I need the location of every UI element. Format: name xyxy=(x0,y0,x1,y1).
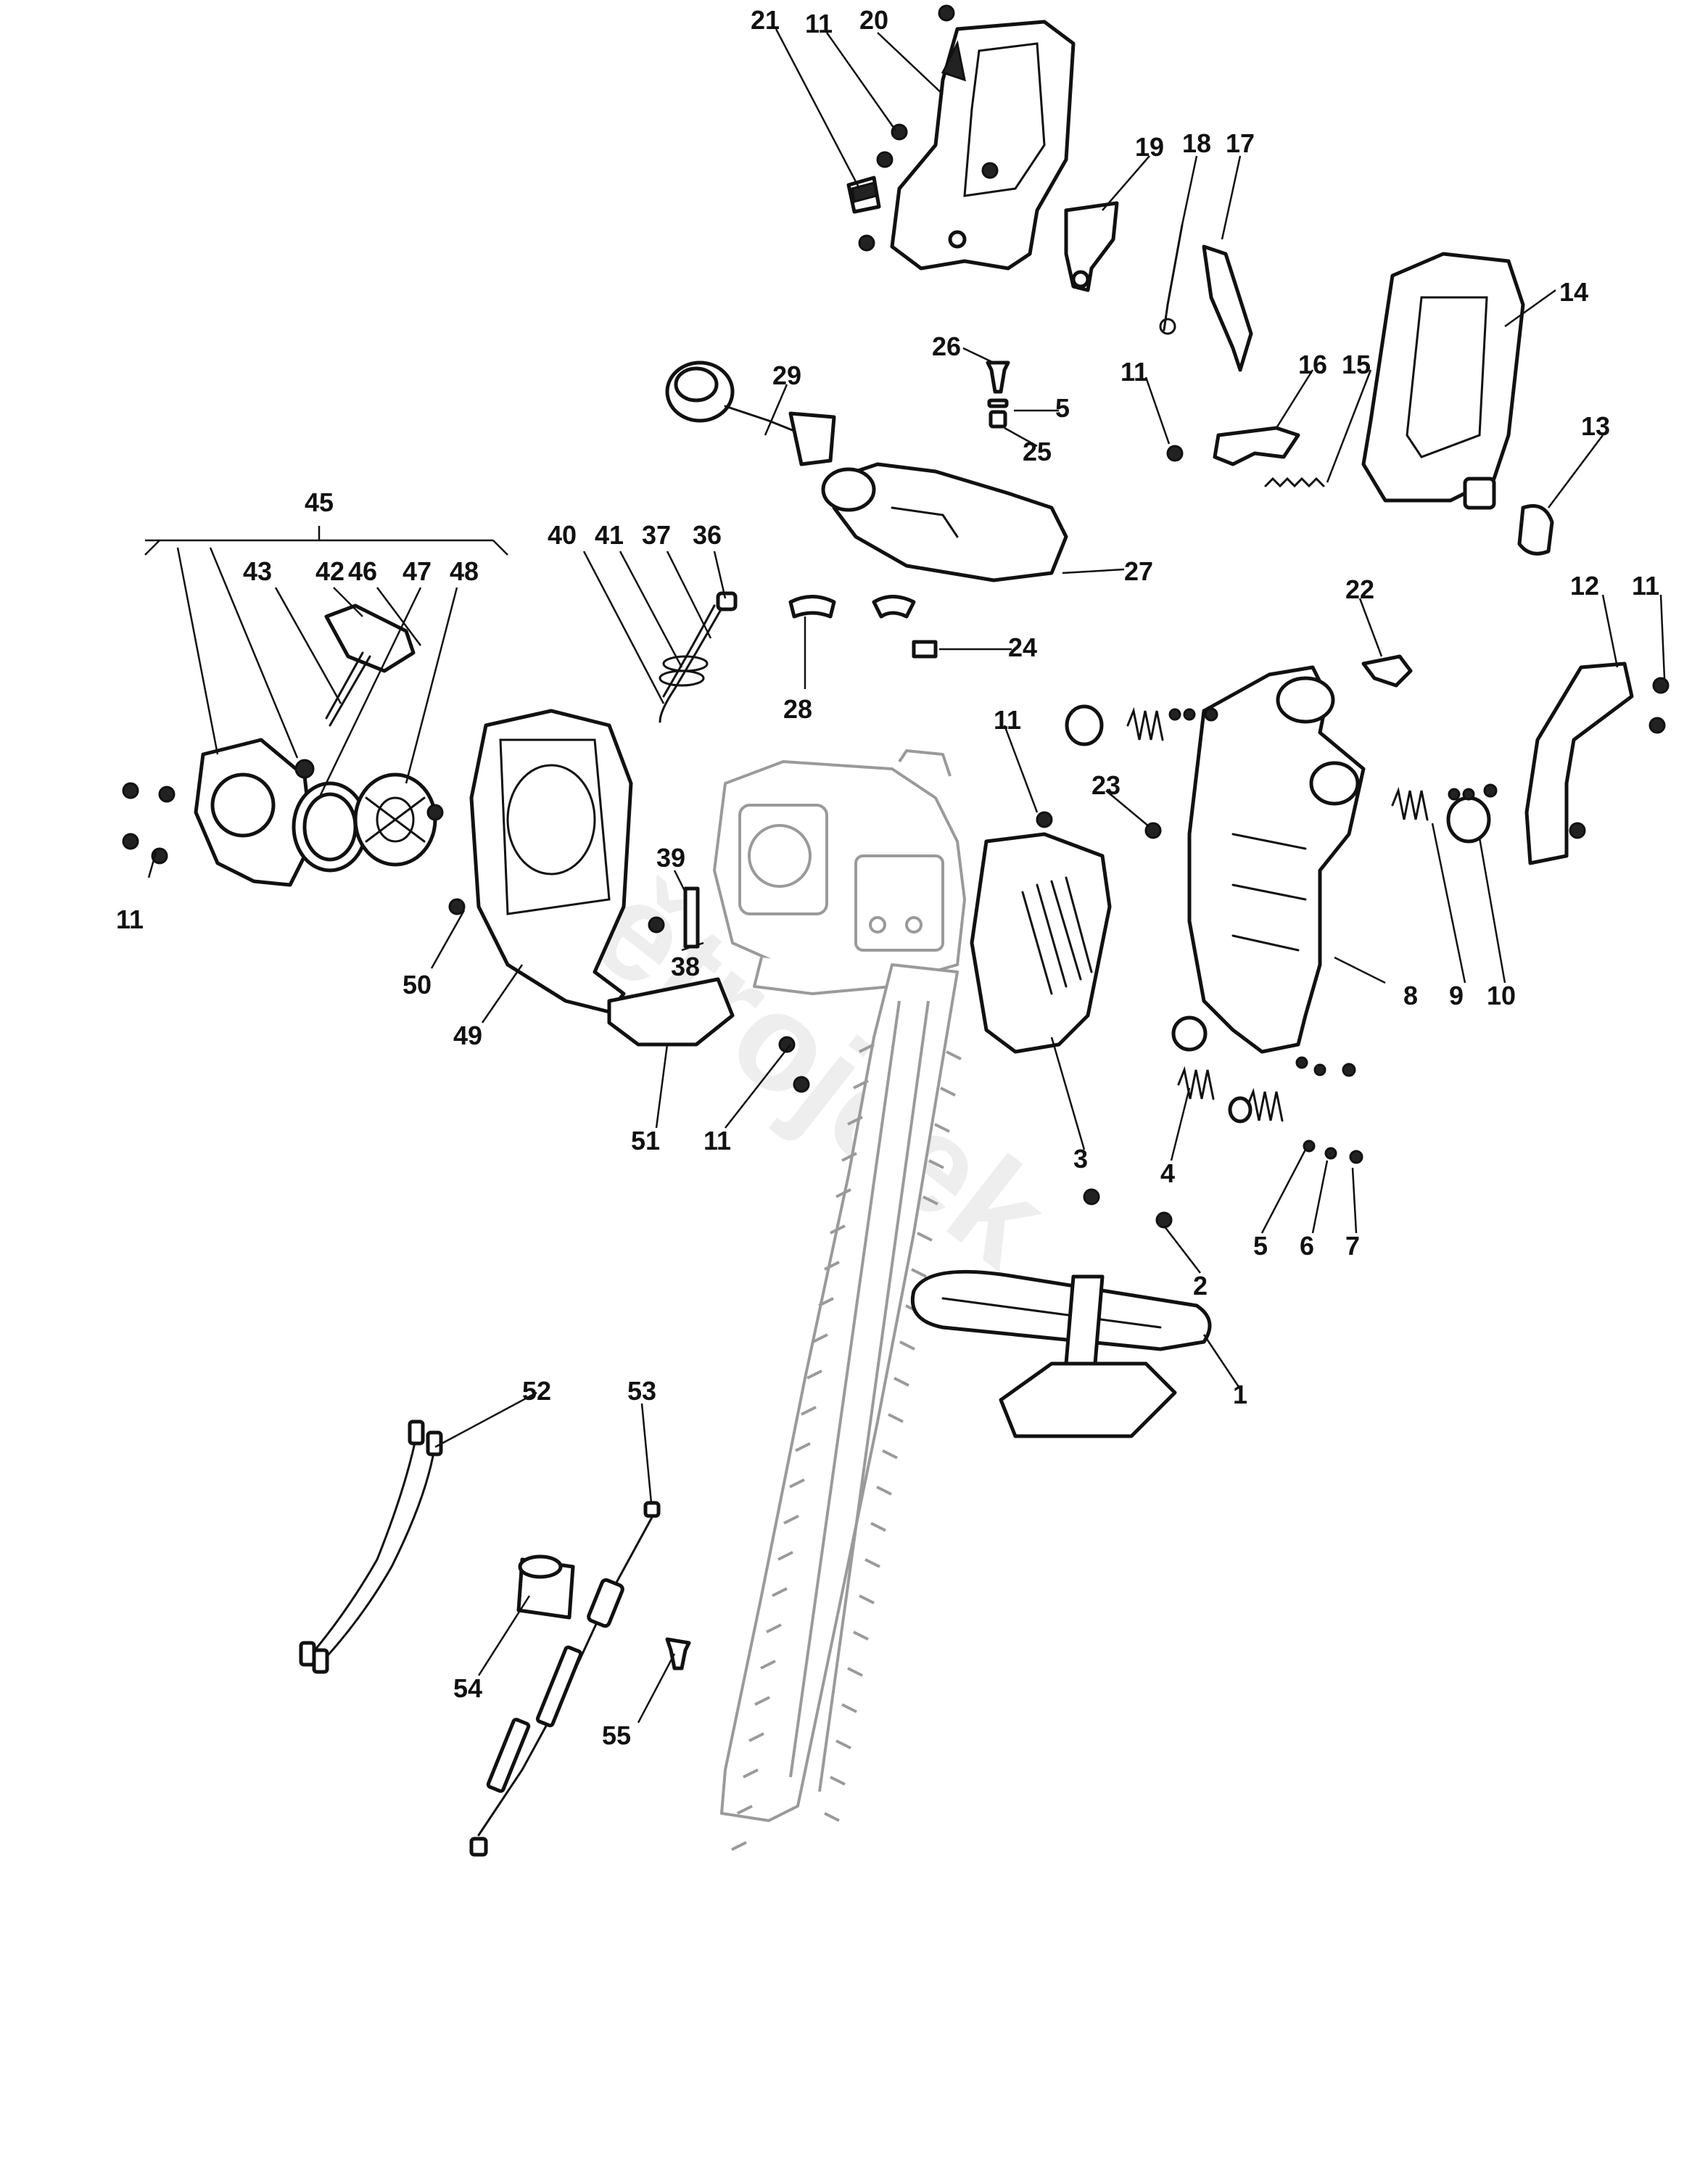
callout: 22 xyxy=(1345,574,1374,604)
throttle-lever xyxy=(1064,201,1119,292)
callout: 27 xyxy=(1124,556,1153,586)
callout: 19 xyxy=(1135,132,1164,162)
callout: 20 xyxy=(859,5,888,35)
callout: 6 xyxy=(1300,1231,1314,1261)
callout: 21 xyxy=(751,5,780,35)
callout: 45 xyxy=(305,487,334,517)
starter-screws xyxy=(122,782,444,865)
callout: 13 xyxy=(1581,411,1610,441)
callout: 7 xyxy=(1345,1231,1360,1261)
engine-block xyxy=(713,749,966,995)
starter-housing xyxy=(194,738,314,887)
fuel-tank xyxy=(821,462,1068,582)
callout: 11 xyxy=(116,904,144,934)
spring-39 xyxy=(683,886,700,949)
front-loop-handle xyxy=(910,1269,1212,1438)
spring-15 xyxy=(1264,477,1325,488)
callout: 38 xyxy=(671,952,700,981)
switch-part-21 xyxy=(846,176,881,214)
main-housing xyxy=(1171,665,1366,1054)
leader-lines xyxy=(144,28,1666,1723)
hoses-28-24 xyxy=(788,595,938,659)
callout: 11 xyxy=(805,9,833,38)
fuel-cap xyxy=(665,360,836,466)
sleeve-25 xyxy=(987,398,1009,429)
callout: 4 xyxy=(1160,1158,1175,1188)
hedge-cutter-blade xyxy=(720,963,962,1851)
rear-handle-half xyxy=(890,20,1076,271)
callout: 49 xyxy=(453,1021,482,1050)
callout: 41 xyxy=(595,520,624,550)
callout: 37 xyxy=(642,520,671,550)
screw-55 xyxy=(665,1637,691,1670)
callout-labels: 1 2 3 4 5 5 6 7 8 9 10 11 11 11 11 11 11… xyxy=(116,5,1659,1750)
cover-screws xyxy=(448,811,1053,1093)
screw-11-mid xyxy=(1166,445,1184,462)
front-cover xyxy=(970,832,1112,1054)
callout: 47 xyxy=(403,556,432,586)
lock-lever xyxy=(1202,244,1253,372)
top-handle xyxy=(1361,252,1525,510)
callout: 10 xyxy=(1487,981,1516,1010)
callout: 28 xyxy=(783,694,812,724)
screw-26 xyxy=(986,360,1010,394)
callout: 40 xyxy=(548,520,577,550)
side-bracket xyxy=(1524,662,1670,865)
callout: 25 xyxy=(1023,437,1052,466)
screws-top xyxy=(858,4,999,252)
callout: 55 xyxy=(602,1721,631,1750)
callout: 11 xyxy=(703,1126,731,1155)
callout: 11 xyxy=(994,705,1021,735)
callout: 8 xyxy=(1403,981,1418,1010)
callout: 52 xyxy=(522,1376,551,1406)
callout: 16 xyxy=(1298,350,1327,379)
callout: 23 xyxy=(1091,770,1121,800)
cover-base-51 xyxy=(607,977,735,1047)
callout: 14 xyxy=(1559,277,1588,307)
throttle-spring xyxy=(1159,223,1184,335)
tube-54 xyxy=(516,1554,575,1620)
lower-springs xyxy=(1083,1056,1363,1229)
spring-damper-set xyxy=(1065,704,1498,844)
callout: 9 xyxy=(1449,981,1464,1010)
callout: 3 xyxy=(1073,1144,1088,1174)
callout: 24 xyxy=(1008,632,1037,662)
lever-16 xyxy=(1213,426,1300,466)
callout: 42 xyxy=(315,556,344,586)
throttle-cable-53 xyxy=(469,1501,661,1857)
callout: 48 xyxy=(450,556,479,586)
callout: 54 xyxy=(453,1673,482,1703)
callout: 39 xyxy=(656,843,685,873)
clip-22 xyxy=(1361,654,1413,688)
fuel-lines xyxy=(659,591,738,723)
engine-cover xyxy=(469,709,633,1014)
callout: 1 xyxy=(1233,1380,1247,1409)
callout: 11 xyxy=(1121,357,1148,387)
handle-cap xyxy=(1517,504,1554,556)
callout: 51 xyxy=(631,1126,660,1155)
callout: 29 xyxy=(772,360,801,390)
callout: 36 xyxy=(693,520,722,550)
callout: 12 xyxy=(1570,571,1599,601)
ignition-wire-52 xyxy=(299,1419,443,1674)
callout: 17 xyxy=(1226,128,1255,158)
starter-pulley-48 xyxy=(353,772,437,867)
callout: 18 xyxy=(1182,128,1211,158)
seal-ring-47 xyxy=(292,781,368,873)
callout: 53 xyxy=(627,1376,656,1406)
callout: 11 xyxy=(1632,571,1659,601)
callout: 26 xyxy=(932,331,961,361)
callout: 50 xyxy=(403,970,432,1000)
callout: 46 xyxy=(348,556,377,586)
starter-handle xyxy=(294,603,416,779)
callout: 43 xyxy=(243,556,272,586)
callout: 5 xyxy=(1253,1231,1268,1261)
callout: 5 xyxy=(1055,393,1070,423)
callout: 15 xyxy=(1342,350,1371,379)
callout: 2 xyxy=(1193,1271,1208,1301)
